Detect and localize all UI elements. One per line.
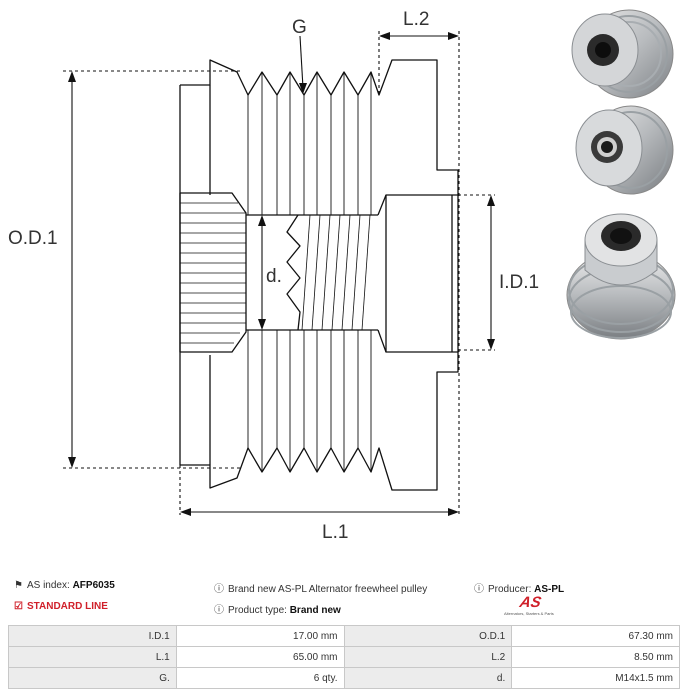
product-photo-side (575, 105, 674, 195)
right-hub (377, 194, 459, 353)
table-row: L.1 65.00 mm L.2 8.50 mm (8, 646, 680, 668)
spec-label: O.D.1 (343, 625, 513, 647)
label-l2: L.2 (403, 9, 429, 30)
spec-value: 17.00 mm (175, 625, 345, 647)
as-pl-logo: AS Alternators, Starters & Parts (502, 594, 572, 620)
pulley-technical-drawing: G L.2 O.D.1 d. I.D.1 L.1 (8, 9, 539, 543)
spline-hub (179, 192, 247, 353)
pulley-bottom-profile (180, 352, 459, 491)
standard-line: ☑STANDARD LINE (14, 601, 108, 612)
label-id1: I.D.1 (499, 272, 539, 293)
spline-lines (180, 202, 246, 344)
product-photo-angle (566, 213, 676, 340)
producer-label: Producer: (488, 584, 532, 595)
description-text: Brand new AS-PL Alternator freewheel pul… (228, 584, 428, 595)
spec-value: 8.50 mm (511, 646, 680, 668)
thread-profile (286, 214, 301, 331)
spec-value: M14x1.5 mm (511, 667, 680, 689)
spec-value: 6 qty. (175, 667, 345, 689)
thread-lines (301, 214, 371, 331)
product-type-label: Product type: (228, 605, 287, 616)
spec-label: d. (343, 667, 513, 689)
as-index-value: AFP6035 (72, 580, 115, 591)
info-icon: ⓘ (214, 584, 224, 595)
description: ⓘ Brand new AS-PL Alternator freewheel pu… (214, 580, 427, 595)
product-type-value: Brand new (289, 605, 341, 616)
spec-label: L.2 (343, 646, 513, 668)
groove-ribs (247, 72, 372, 472)
spec-value: 67.30 mm (511, 625, 680, 647)
product-type: ⓘ Product type: Brand new (214, 601, 341, 616)
producer-value: AS-PL (534, 584, 565, 595)
as-index-label: AS index: (26, 580, 70, 591)
spec-label: I.D.1 (8, 625, 177, 647)
pulley-top-profile (180, 59, 459, 195)
specs-table: I.D.1 17.00 mm O.D.1 67.30 mm L.1 65.00 … (8, 625, 680, 689)
tag-icon: ⚑ (14, 580, 23, 591)
as-index: ⚑AS index: AFP6035 (14, 580, 115, 591)
spec-value: 65.00 mm (175, 646, 345, 668)
producer: ⓘ Producer: AS-PL (474, 580, 564, 595)
table-row: I.D.1 17.00 mm O.D.1 67.30 mm (8, 625, 680, 647)
label-od1: O.D.1 (8, 228, 58, 249)
label-l1: L.1 (322, 522, 348, 543)
table-row: G. 6 qty. d. M14x1.5 mm (8, 667, 680, 689)
label-d: d. (266, 266, 282, 287)
logo-mark: AS (518, 594, 543, 611)
label-g: G (292, 17, 307, 38)
spec-label: G. (8, 667, 177, 689)
spec-label: L.1 (8, 646, 177, 668)
product-photo-front (571, 9, 674, 99)
info-icon: ⓘ (474, 584, 484, 595)
checkbox-icon: ☑ (14, 601, 23, 612)
logo-tagline: Alternators, Starters & Parts (504, 611, 554, 616)
standard-line-label: STANDARD LINE (26, 601, 108, 612)
info-icon: ⓘ (214, 605, 224, 616)
